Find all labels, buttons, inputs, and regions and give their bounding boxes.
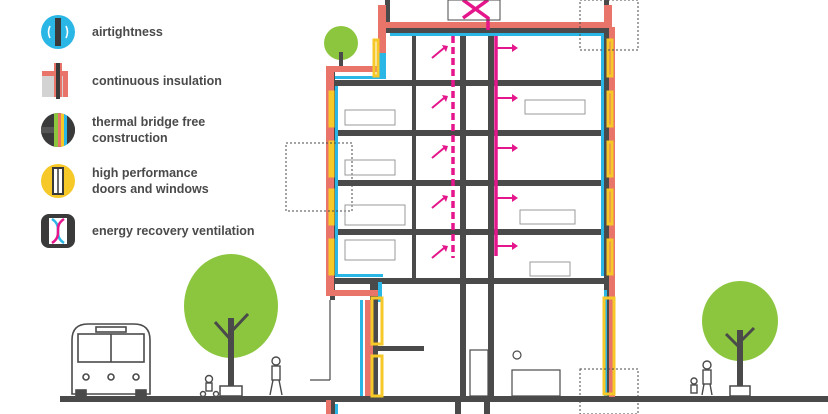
bus-icon	[71, 323, 151, 397]
ventilation-arrowheads	[442, 44, 518, 252]
legend-item-ventilation: energy recovery ventilation	[40, 213, 255, 249]
legend-item-windows: high performance doors and windows	[40, 163, 209, 199]
ground-line	[60, 396, 828, 402]
windows	[328, 38, 616, 398]
legend-label-airtightness: airtightness	[92, 25, 163, 39]
tree-left	[184, 254, 278, 397]
people	[199, 356, 713, 398]
interior-furniture	[344, 0, 586, 277]
legend: airtightness continuous insulation therm…	[0, 0, 290, 260]
callout-boxes	[285, 0, 639, 414]
legend-item-insulation: continuous insulation	[40, 63, 222, 99]
insulation-icon	[42, 63, 68, 99]
thermal-bridge-icon	[41, 113, 75, 147]
legend-item-thermal-bridge: thermal bridge free construction	[40, 112, 205, 148]
ventilation-icon	[41, 214, 75, 248]
airtightness-icon	[41, 15, 75, 49]
lobby	[310, 300, 561, 397]
ventilation-system	[431, 0, 512, 259]
legend-label-ventilation: energy recovery ventilation	[92, 224, 255, 238]
window-icon	[41, 164, 75, 198]
tree-roof	[324, 26, 358, 70]
legend-label-thermal-bridge: thermal bridge free construction	[92, 115, 206, 145]
legend-label-windows: high performance doors and windows	[92, 166, 209, 196]
legend-item-airtightness: airtightness	[40, 14, 163, 50]
legend-label-insulation: continuous insulation	[92, 74, 222, 88]
tree-right	[702, 281, 778, 397]
